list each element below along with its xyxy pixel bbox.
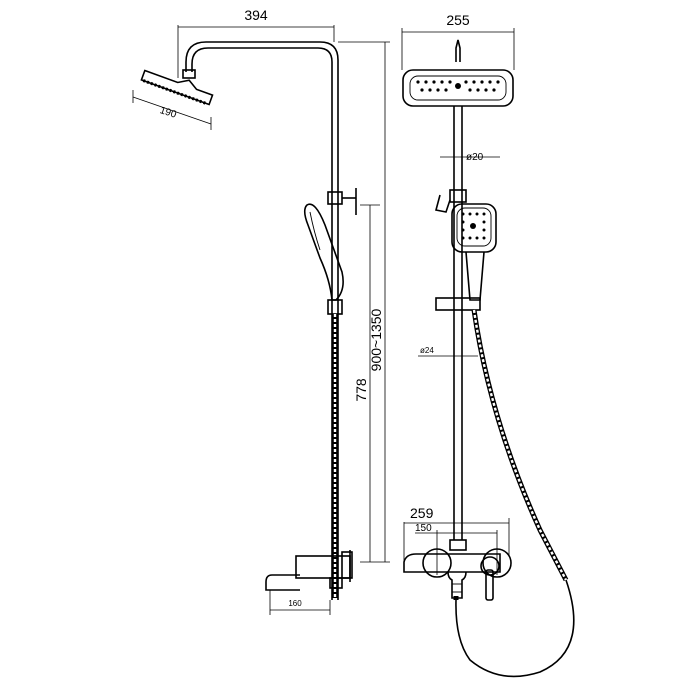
front-shower-head [402,69,514,107]
front-mixer [403,553,501,573]
dim-inlet-spacing: 150 [415,523,432,534]
front-hand-shower [451,203,497,253]
dim-head-diameter: 190 [158,105,178,121]
dim-top-width: 394 [244,7,268,23]
dim-mixer-width: 259 [410,505,434,521]
dim-spout-length: 160 [288,599,302,608]
dim-slide-height: 778 [353,378,369,402]
dim-upper-pipe: ø20 [466,152,484,163]
dim-height-range: 900~1350 [368,308,384,371]
side-view: 394 190 900~1350 778 [132,7,390,615]
front-view: 255 ø20 ø24 [401,12,575,678]
rain-shower-head [140,69,214,106]
dim-head-width: 255 [446,12,470,28]
dim-lower-pipe: ø24 [420,346,434,355]
